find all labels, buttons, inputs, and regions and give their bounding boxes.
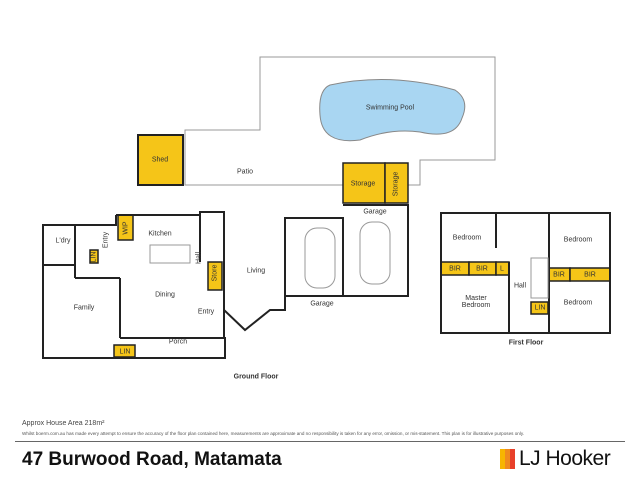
room-label-l: L <box>500 265 504 273</box>
room-label-bedroom-1: Bedroom <box>452 234 482 242</box>
room-label-lin: LIN <box>90 251 98 263</box>
room-label-bir-3: BIR <box>553 271 565 279</box>
room-label-wip: WIP <box>122 221 130 235</box>
room-label-entry-2: Entry <box>197 308 215 316</box>
room-label-dining: Dining <box>155 291 175 299</box>
brand-name: LJ Hooker <box>519 447 611 470</box>
room-label-hall-first: Hall <box>513 282 527 290</box>
room-label-entry: Entry <box>102 231 110 249</box>
logo-bar-icon <box>500 449 505 469</box>
car-1 <box>304 227 336 289</box>
storage-room-2 <box>384 162 409 204</box>
swimming-pool <box>319 79 466 142</box>
room-label-kitchen: Kitchen <box>148 230 172 238</box>
stairs-first <box>530 257 549 299</box>
room-label-pool: Swimming Pool <box>365 104 415 112</box>
room-label-bedroom-3: Bedroom <box>563 299 593 307</box>
room-label-family: Family <box>73 304 95 312</box>
room-label-shed: Shed <box>151 156 169 164</box>
pool-deck-outline <box>184 56 496 186</box>
room-label-storage: Storage <box>350 180 376 188</box>
kitchen-island <box>149 244 191 264</box>
room-label-master-bedroom: Master Bedroom <box>461 295 491 309</box>
room-label-patio: Patio <box>237 168 253 176</box>
logo-bar-icon <box>510 449 515 469</box>
first-floor-walls <box>440 212 611 334</box>
room-label-garage-2: Garage <box>310 300 334 308</box>
shed <box>137 134 184 186</box>
lin-ground-1 <box>89 249 99 264</box>
room-label-lin-2: LIN <box>119 348 131 356</box>
store-room <box>207 261 223 291</box>
first-floor-title: First Floor <box>508 339 544 347</box>
car-2 <box>359 221 391 285</box>
property-address: 47 Burwood Road, Matamata <box>22 449 282 470</box>
ground-floor-title: Ground Floor <box>233 373 279 381</box>
storage-room <box>342 162 386 204</box>
brand-logo: LJ Hooker <box>500 447 611 471</box>
room-label-storage-2: Storage <box>392 171 400 197</box>
room-label-bir-1: BIR <box>449 265 461 273</box>
logo-bar-icon <box>505 449 510 469</box>
room-label-bedroom-2: Bedroom <box>563 236 593 244</box>
room-label-laundry: L'dry <box>55 237 71 245</box>
room-label-porch: Porch <box>168 338 188 346</box>
room-label-lin-first: LIN <box>534 304 546 312</box>
room-label-store: Store <box>211 264 219 282</box>
room-label-bir-4: BIR <box>584 271 596 279</box>
room-label-hall: Hall <box>195 251 203 265</box>
disclaimer: Whilst boerm.com.au has made every attem… <box>22 431 525 436</box>
divider <box>15 441 625 442</box>
room-label-bir-2: BIR <box>476 265 488 273</box>
house-area: Approx House Area 218m² <box>22 420 105 427</box>
ground-floor-walls <box>116 204 409 332</box>
room-label-living: Living <box>246 267 266 275</box>
room-label-garage: Garage <box>363 208 387 216</box>
